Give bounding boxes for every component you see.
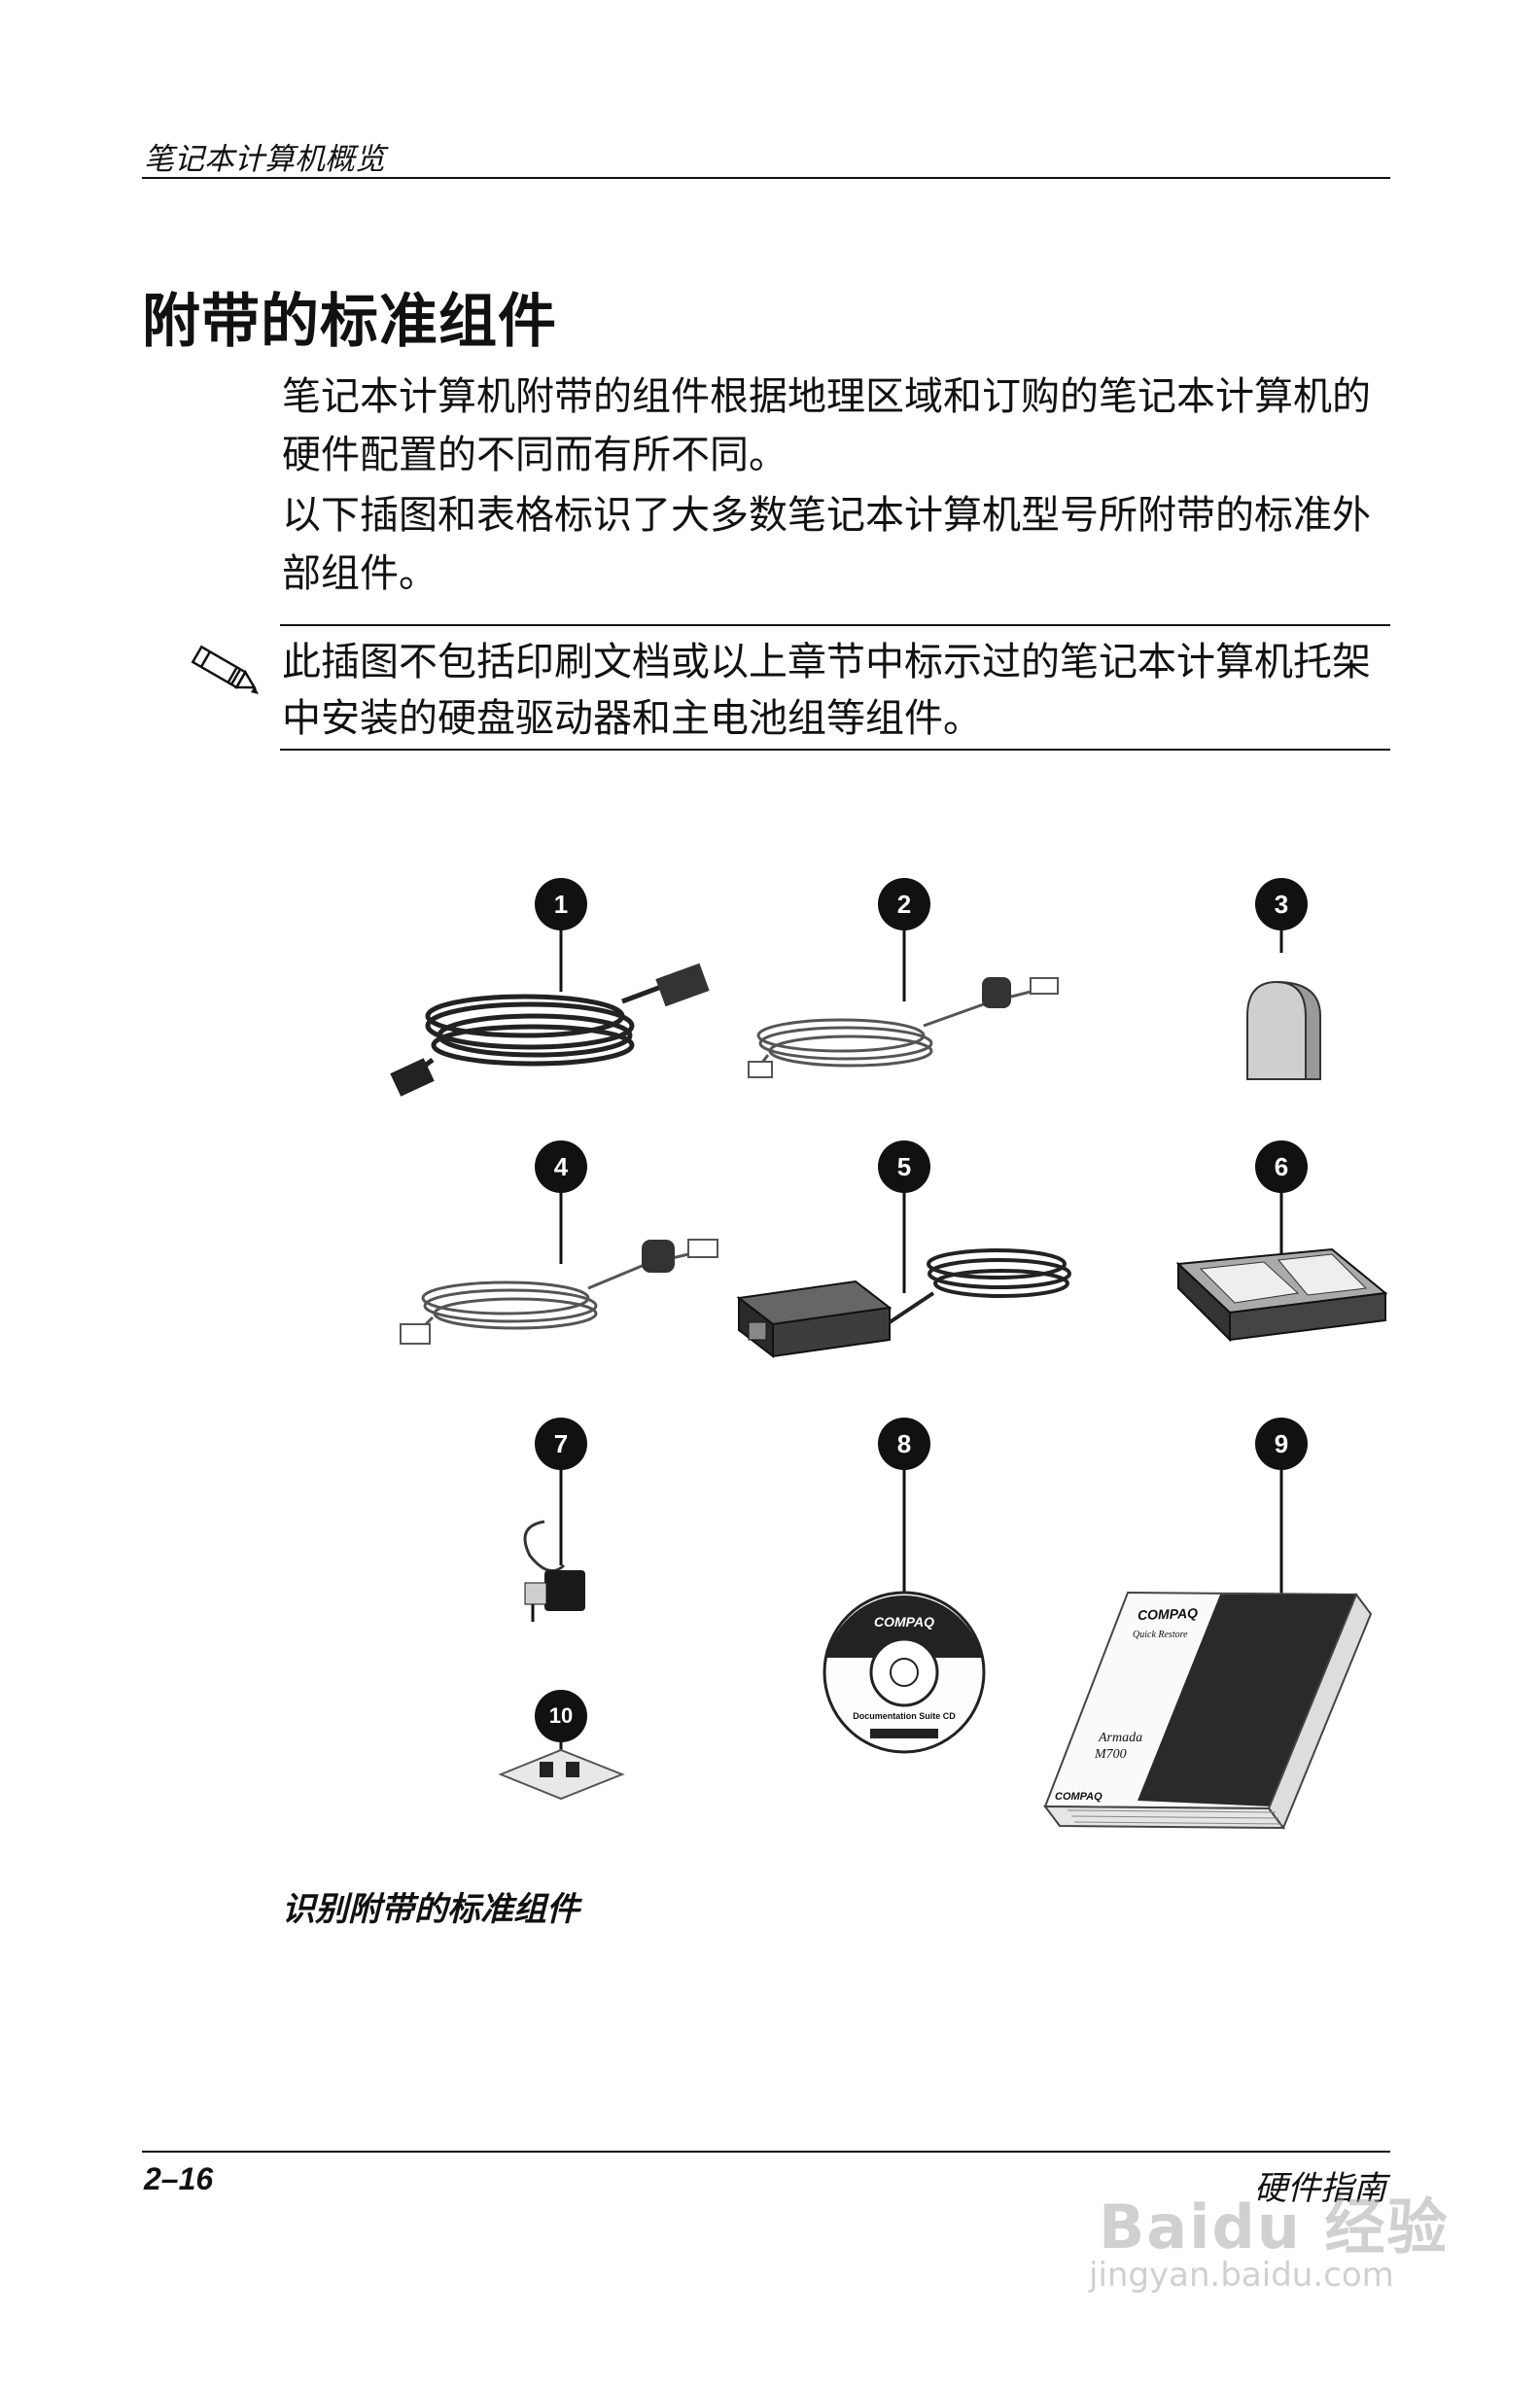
figure-caption: 识别附带的标准组件 (282, 1890, 579, 1929)
callout-9-label: 9 (1274, 1428, 1289, 1458)
callout-7-label: 7 (553, 1428, 569, 1458)
callout-5: 5 (878, 1140, 930, 1193)
section-title: 附带的标准组件 (142, 288, 557, 356)
paragraph-1: 笔记本计算机附带的组件根据地理区域和订购的笔记本计算机的硬件配置的不同而有所不同… (282, 374, 1371, 477)
book-subtitle-label: Quick Restore (1133, 1630, 1188, 1640)
callout-3-label: 3 (1274, 889, 1289, 919)
header-rule (142, 177, 1390, 179)
cd-title-label: Documentation Suite CD (853, 1711, 956, 1721)
watermark-url: jingyan.baidu.com (1089, 2256, 1394, 2295)
book-bottom-brand: COMPAQ (1055, 1791, 1102, 1803)
callout-6: 6 (1255, 1140, 1308, 1193)
callout-2: 2 (878, 878, 930, 930)
note-bottom-rule (280, 749, 1390, 751)
callout-7: 7 (535, 1418, 587, 1470)
callout-1: 1 (535, 878, 587, 930)
callout-8-label: 8 (896, 1428, 912, 1458)
callout-1-label: 1 (553, 889, 569, 919)
footer-rule (142, 2151, 1390, 2153)
page-number: 2–16 (144, 2161, 214, 2196)
note-top-rule (280, 624, 1390, 626)
callout-8: 8 (878, 1418, 930, 1470)
running-header: 笔记本计算机概览 (144, 142, 385, 177)
note-text: 此插图不包括印刷文档或以上章节中标示过的笔记本计算机托架中安装的硬盘驱动器和主电… (282, 640, 1371, 741)
callout-2-label: 2 (896, 889, 912, 919)
book-model-line1: Armada (1099, 1731, 1143, 1745)
paragraph-2: 以下插图和表格标识了大多数笔记本计算机型号所附带的标准外部组件。 (282, 493, 1371, 596)
pencil-note-icon (185, 642, 262, 700)
callout-4-label: 4 (553, 1151, 569, 1181)
callout-3: 3 (1255, 878, 1308, 930)
callout-6-label: 6 (1274, 1151, 1289, 1181)
cd-brand-label: COMPAQ (874, 1614, 934, 1630)
callout-5-label: 5 (896, 1151, 912, 1181)
book-model-line2: M700 (1095, 1747, 1127, 1762)
book-brand-label: COMPAQ (1137, 1604, 1199, 1624)
callout-10-label: 10 (548, 1703, 574, 1728)
callout-9: 9 (1255, 1418, 1308, 1470)
callout-10: 10 (535, 1690, 587, 1742)
watermark-logo: Baidu 经验 (1099, 2191, 1450, 2262)
callout-4: 4 (535, 1140, 587, 1193)
power-cord-illustration (411, 984, 662, 1076)
book-title: 硬件指南 (1254, 2169, 1386, 2208)
